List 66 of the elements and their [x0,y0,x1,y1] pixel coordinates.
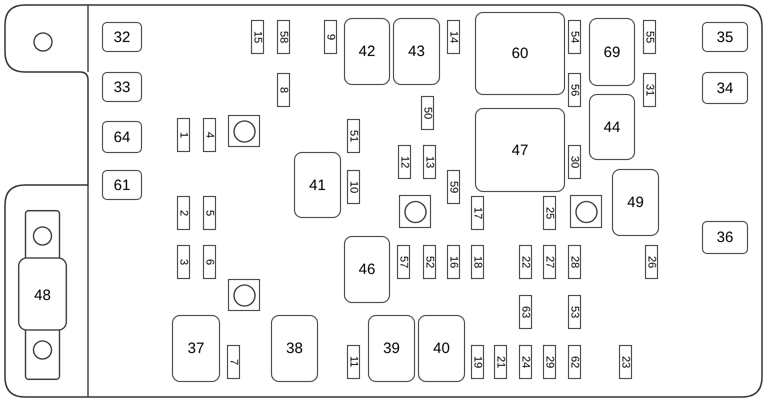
fuse-slot: 8 [277,73,290,107]
fuse-slot: 53 [568,295,581,329]
fuse-slot: 24 [519,345,532,379]
fuse-slot: 51 [347,119,360,153]
fuse-slot: 57 [397,245,410,279]
fuse-slot: 29 [543,345,556,379]
fuse-slot: 35 [702,22,748,52]
fuse-slot: 55 [643,20,656,54]
fuse-slot: 63 [519,295,532,329]
fuse-slot: 18 [471,245,484,279]
fuse-slot: 32 [102,22,142,52]
fuse-slot: 64 [102,121,142,153]
relay-slot: 43 [393,18,440,85]
fuse-slot: 12 [398,145,411,179]
relay-slot: 47 [475,108,565,192]
relay-slot: 39 [368,315,415,382]
relay-slot: 49 [612,169,659,236]
fuse-slot: 22 [519,245,532,279]
fuse-slot: 9 [324,20,337,54]
fuse-slot: 21 [494,345,507,379]
bolt-terminal-icon [399,195,431,228]
fuse-slot: 6 [203,245,216,279]
fuse-slot: 7 [227,345,240,379]
fuse-slot: 11 [347,345,360,379]
fuse-slot: 52 [423,245,436,279]
fuse-slot: 10 [347,170,360,204]
fuse-slot: 13 [423,145,436,179]
relay-slot: 41 [294,152,341,218]
relay-slot: 40 [418,315,465,382]
relay-slot: 44 [589,94,635,160]
bolt-terminal-icon [228,279,260,311]
fuse-slot: 28 [568,245,581,279]
fuse-slot: 27 [543,245,556,279]
fuse-slot: 59 [447,170,460,204]
relay-slot: 46 [344,236,390,303]
fuse-slot: 30 [568,145,581,179]
fuse-slot: 3 [177,245,190,279]
relay-slot: 69 [589,18,635,86]
fuse-slot: 62 [568,345,581,379]
bolt-terminal-icon [228,115,260,147]
fuse-slot: 26 [645,245,658,279]
fuse-slot: 61 [102,170,142,200]
fuse-slot: 25 [543,196,556,230]
fuse-slot: 2 [177,196,190,230]
fuse-slot: 54 [568,20,581,54]
fuse-slot: 1 [177,118,190,152]
fuse-slot: 31 [643,73,656,107]
fuse-slot: 5 [203,196,216,230]
fuse-slot: 14 [447,20,460,54]
fuse-slot: 17 [471,196,484,230]
fuse-slot: 23 [619,345,632,379]
relay-slot: 42 [344,18,390,85]
relay-slot: 37 [172,315,220,382]
relay-slot: 60 [475,12,565,95]
fuse-slot: 56 [568,73,581,107]
fuse-slot: 36 [702,221,748,254]
fuse-slot: 4 [203,118,216,152]
fuse-slot: 34 [702,72,748,104]
bolt-terminal-icon [570,195,602,228]
fuse-slot: 16 [447,245,460,279]
fuse-slot: 50 [421,96,434,130]
fuse-slot: 19 [471,345,484,379]
fuse-slot: 15 [251,20,264,54]
fuse-slot: 33 [102,72,142,102]
fuse-slot: 58 [277,20,290,54]
relay-slot: 38 [271,315,318,382]
